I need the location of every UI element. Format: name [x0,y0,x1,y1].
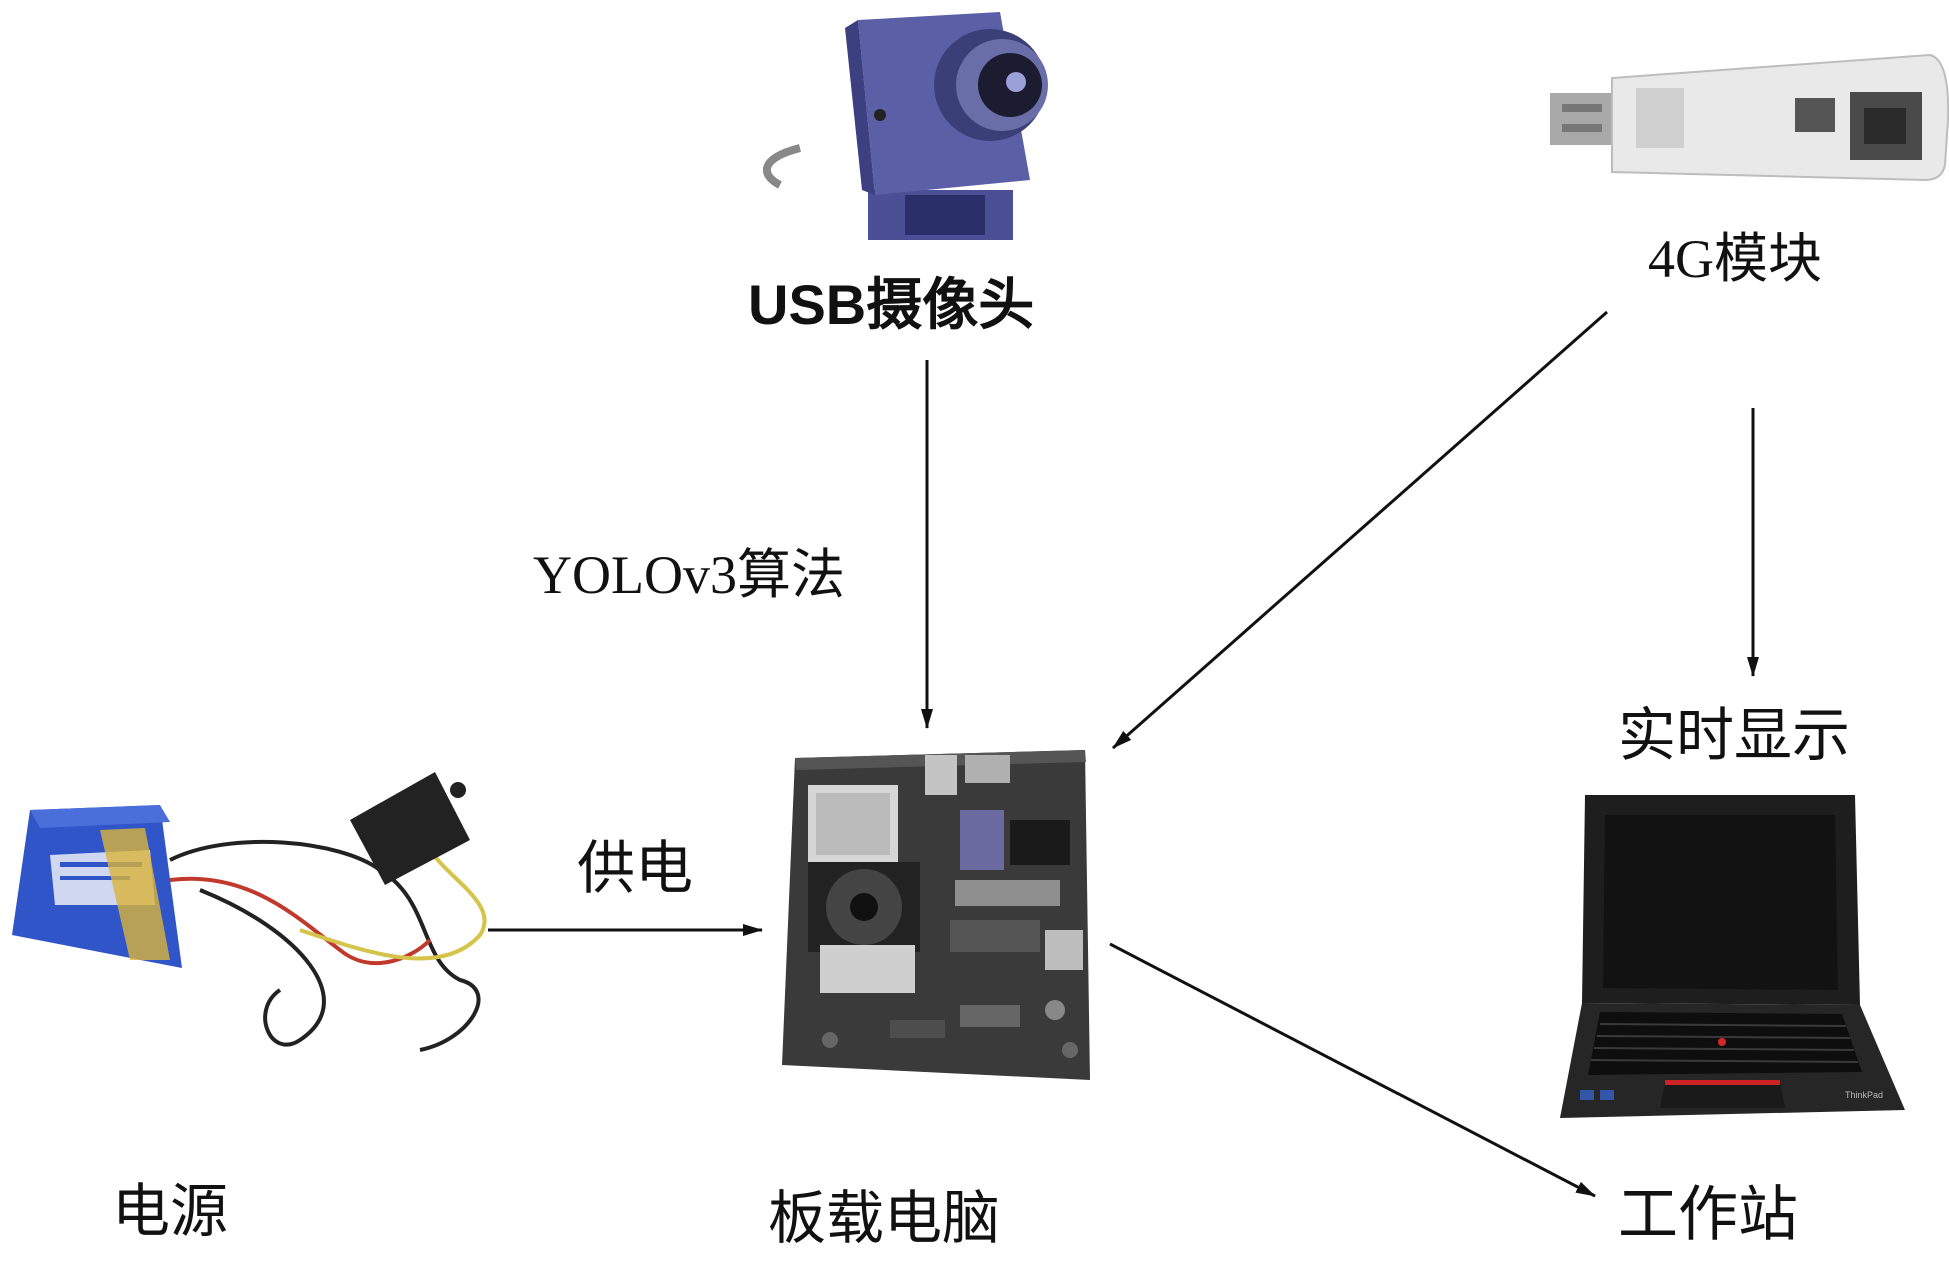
arrow-board-to-workstation [1109,942,1596,1198]
battery-pack-image [12,772,487,1052]
power-supply-label: 供电 [577,836,694,901]
workstation-label: 工作站 [1618,1182,1798,1248]
workstation-laptop-image: ThinkPad [1560,795,1905,1118]
usb-camera-image [762,12,1048,240]
arrow-modem-to-board [1112,310,1608,750]
4g-modem-image [1550,53,1949,182]
4g-modem-label: 4G模块 [1648,229,1822,289]
realtime-display-label: 实时显示 [1618,703,1851,768]
onboard-computer-image [782,750,1090,1080]
power-source-label: 电源 [112,1179,229,1244]
onboard-computer-label: 板载电脑 [768,1186,1001,1251]
laptop-logo: ThinkPad [1845,1090,1883,1100]
yolo-algorithm-label: YOLOv3算法 [533,545,845,605]
usb-camera-label: USB摄像头 [748,273,1035,336]
